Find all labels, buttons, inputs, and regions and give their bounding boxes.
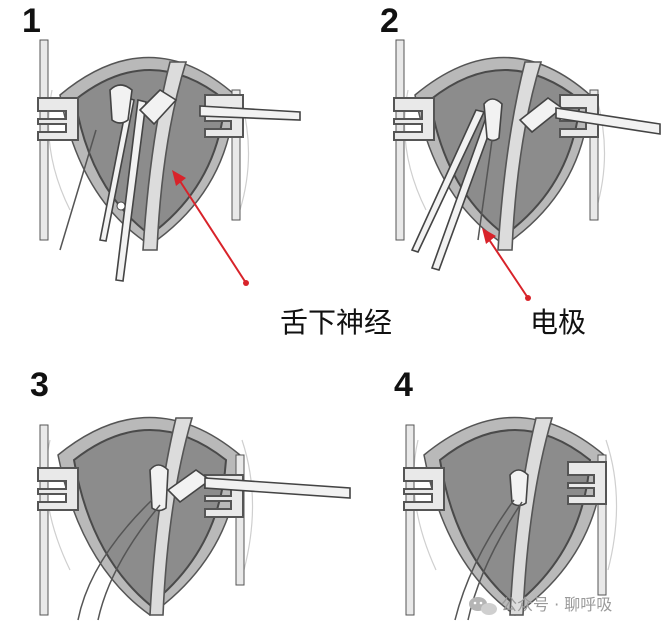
retractor-right-rod <box>589 89 599 221</box>
electrode-lead-2 <box>97 504 161 621</box>
panel-3-number: 3 <box>30 366 49 404</box>
electrode-lead <box>59 129 97 251</box>
nerve-arrow-dot <box>243 280 249 286</box>
forceps-blade-2 <box>115 99 147 282</box>
electrode-cuff <box>109 84 133 124</box>
retractor-left-rod <box>405 424 415 616</box>
electrode-lead <box>477 139 493 241</box>
forceps-blade-1 <box>99 96 135 242</box>
hypoglossal-nerve <box>497 61 543 251</box>
forceps-blade-1 <box>410 109 486 253</box>
retractor-left <box>37 97 79 141</box>
retractor-right-rod <box>235 454 245 586</box>
electrode-lead <box>77 499 153 621</box>
wechat-icon <box>469 597 497 615</box>
annotation-nerve: 舌下神经 <box>172 170 392 339</box>
annotation-electrode: 电极 <box>482 228 586 339</box>
watermark: 公众号 · 聊呼吸 <box>469 595 612 615</box>
panel-4-number: 4 <box>394 366 413 404</box>
nerve-label: 舌下神经 <box>280 306 392 339</box>
electrode-arrow <box>487 237 529 299</box>
electrode-arrow-head <box>482 228 496 244</box>
electrode-cuff <box>483 98 503 142</box>
retractor-left-rod <box>39 424 49 616</box>
electrode-cuff <box>509 469 529 507</box>
hook-tip <box>138 88 178 126</box>
electrode-cuff <box>149 464 169 512</box>
retractor-arm <box>199 105 301 121</box>
watermark-text: 公众号 · 聊呼吸 <box>501 595 612 614</box>
nerve-arrow <box>177 177 247 284</box>
electrode-label: 电极 <box>530 306 586 339</box>
panel-2: 2 <box>380 2 661 271</box>
retractor-left <box>403 467 445 511</box>
retractor-right-rod <box>597 454 607 596</box>
panel-1: 1 <box>22 2 301 282</box>
retractor-left <box>393 97 435 141</box>
electrode-arrow-dot <box>525 295 531 301</box>
panel-3: 3 <box>30 366 351 621</box>
retractor-right <box>567 461 607 505</box>
retractor-arm <box>204 477 351 499</box>
incision-wound <box>438 429 592 607</box>
retractor-right-rod <box>231 89 241 221</box>
electrode-lead <box>454 499 515 621</box>
forceps-pivot <box>116 201 126 211</box>
panel-2-number: 2 <box>380 2 399 40</box>
hook-tip <box>518 97 564 134</box>
panel-1-number: 1 <box>22 2 41 40</box>
nerve-arrow-head <box>172 170 186 186</box>
retractor-left <box>37 467 79 511</box>
panel-4: 4 <box>394 366 618 621</box>
retractor-arm <box>555 107 661 135</box>
